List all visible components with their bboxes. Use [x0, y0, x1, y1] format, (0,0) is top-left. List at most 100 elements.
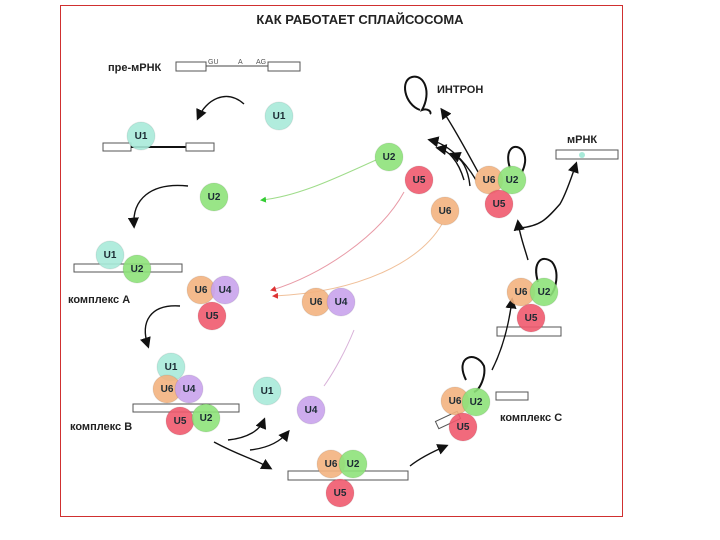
u4-u6u4-circle: [326, 287, 356, 317]
u2-complex-a-circle: [122, 254, 152, 284]
seq-ag: AG: [256, 59, 266, 66]
intron-loop: [404, 75, 432, 115]
flow-arrows: [127, 95, 579, 470]
u1-free-top-circle: [264, 101, 294, 131]
recycle-arrows: [260, 159, 443, 387]
complex-b-label: комплекс В: [70, 421, 132, 433]
u6-tri-snrnp-label: U6: [195, 285, 208, 296]
u1-released-circle: [252, 376, 282, 406]
u4-released-label: U4: [305, 405, 318, 416]
u5-tri-snrnp-label: U5: [206, 311, 219, 322]
u4-released-circle: [296, 395, 326, 425]
u1-complex-b-label: U1: [165, 362, 178, 373]
u2-complex-a-snrnp: U2: [122, 254, 152, 284]
diagram-title: КАК РАБОТАЕТ СПЛАЙСОСОМА: [256, 12, 464, 27]
u2-complex-c-snrnp: U2: [461, 387, 491, 417]
seq-gu: GU: [208, 59, 219, 66]
u5-bottom-snrnp: U5: [325, 478, 355, 508]
lariat-complex-c: [461, 356, 486, 393]
u1-released-snrnp: U1: [252, 376, 282, 406]
u2-right-circle: [529, 277, 559, 307]
u1-free-top-snrnp: U1: [264, 101, 294, 131]
u4-tri-snrnp-circle: [210, 275, 240, 305]
u2-top-right-circle: [497, 165, 527, 195]
u4-complex-b-snrnp: U4: [174, 374, 204, 404]
u2-top-right-snrnp: U2: [497, 165, 527, 195]
u2-recycled-circle: [374, 142, 404, 172]
u2-complex-a-label: U2: [131, 264, 144, 275]
u6-complex-b-label: U6: [161, 384, 174, 395]
u4-released-snrnp: U4: [296, 395, 326, 425]
u2-complex-b-label: U2: [200, 413, 213, 424]
u6-bottom-label: U6: [325, 459, 338, 470]
u2-complex-c-label: U2: [470, 397, 483, 408]
u2-complex-c-circle: [461, 387, 491, 417]
u1-bound-snrnp: U1: [126, 121, 156, 151]
u4-complex-b-label: U4: [183, 384, 196, 395]
u6-right-label: U6: [515, 287, 528, 298]
u6-recycled-label: U6: [439, 206, 452, 217]
u2-bottom-snrnp: U2: [338, 449, 368, 479]
intron-label: ИНТРОН: [437, 84, 483, 96]
complex-c-label: комплекс С: [500, 412, 562, 424]
u2-top-right-label: U2: [506, 175, 519, 186]
u1-complex-a-circle: [95, 240, 125, 270]
u2-free-circle: [199, 182, 229, 212]
u5-complex-c-snrnp: U5: [448, 412, 478, 442]
complex-a-label: комплекс А: [68, 294, 130, 306]
u5-recycled-snrnp: U5: [404, 165, 434, 195]
u6-u6u4-label: U6: [310, 297, 323, 308]
u5-bottom-label: U5: [334, 488, 347, 499]
u2-bottom-circle: [338, 449, 368, 479]
u5-complex-b-label: U5: [174, 416, 187, 427]
u2-free-label: U2: [208, 192, 221, 203]
u6-top-right-label: U6: [483, 175, 496, 186]
u2-right-label: U2: [538, 287, 551, 298]
u5-complex-b-snrnp: U5: [165, 406, 195, 436]
u4-tri-snrnp-label: U4: [219, 285, 232, 296]
u5-right-snrnp: U5: [516, 303, 546, 333]
u5-right-circle: [516, 303, 546, 333]
u2-bottom-label: U2: [347, 459, 360, 470]
u1-free-top-label: U1: [273, 111, 286, 122]
u5-recycled-circle: [404, 165, 434, 195]
u5-top-right-circle: [484, 189, 514, 219]
u2-right-snrnp: U2: [529, 277, 559, 307]
u1-bound-circle: [126, 121, 156, 151]
u5-top-right-label: U5: [493, 199, 506, 210]
u6-right-snrnp: U6: [506, 277, 536, 307]
mrna-strand: [555, 149, 619, 160]
strand-complex-c: [434, 391, 529, 430]
u6-u6u4-snrnp: U6: [301, 287, 331, 317]
u4-tri-snrnp-snrnp: U4: [210, 275, 240, 305]
strand-with-u1: [102, 142, 215, 152]
u5-complex-c-label: U5: [457, 422, 470, 433]
u5-top-right-snrnp: U5: [484, 189, 514, 219]
pre-mrna-label: пре-мРНК: [108, 62, 162, 74]
u5-right-label: U5: [525, 313, 538, 324]
u5-bottom-circle: [325, 478, 355, 508]
u2-free-snrnp: U2: [199, 182, 229, 212]
u2-recycled-snrnp: U2: [374, 142, 404, 172]
seq-a: A: [238, 59, 243, 66]
u4-complex-b-circle: [174, 374, 204, 404]
u6-recycled-circle: [430, 196, 460, 226]
u1-released-label: U1: [261, 386, 274, 397]
lariat-top-right: [507, 145, 527, 173]
u5-recycled-label: U5: [413, 175, 426, 186]
u6-recycled-snrnp: U6: [430, 196, 460, 226]
u5-complex-c-circle: [448, 412, 478, 442]
u4-u6u4-snrnp: U4: [326, 287, 356, 317]
u1-complex-a-snrnp: U1: [95, 240, 125, 270]
u5-tri-snrnp-circle: [197, 301, 227, 331]
u5-tri-snrnp-snrnp: U5: [197, 301, 227, 331]
figure-frame: [60, 5, 623, 517]
pre-mrna-strand: GU A AG: [175, 59, 301, 72]
u2-recycled-label: U2: [383, 152, 396, 163]
u1-bound-label: U1: [135, 131, 148, 142]
u4-u6u4-label: U4: [335, 297, 348, 308]
u6-complex-c-label: U6: [449, 396, 462, 407]
u2-complex-b-circle: [191, 403, 221, 433]
mrna-label: мРНК: [567, 134, 597, 146]
